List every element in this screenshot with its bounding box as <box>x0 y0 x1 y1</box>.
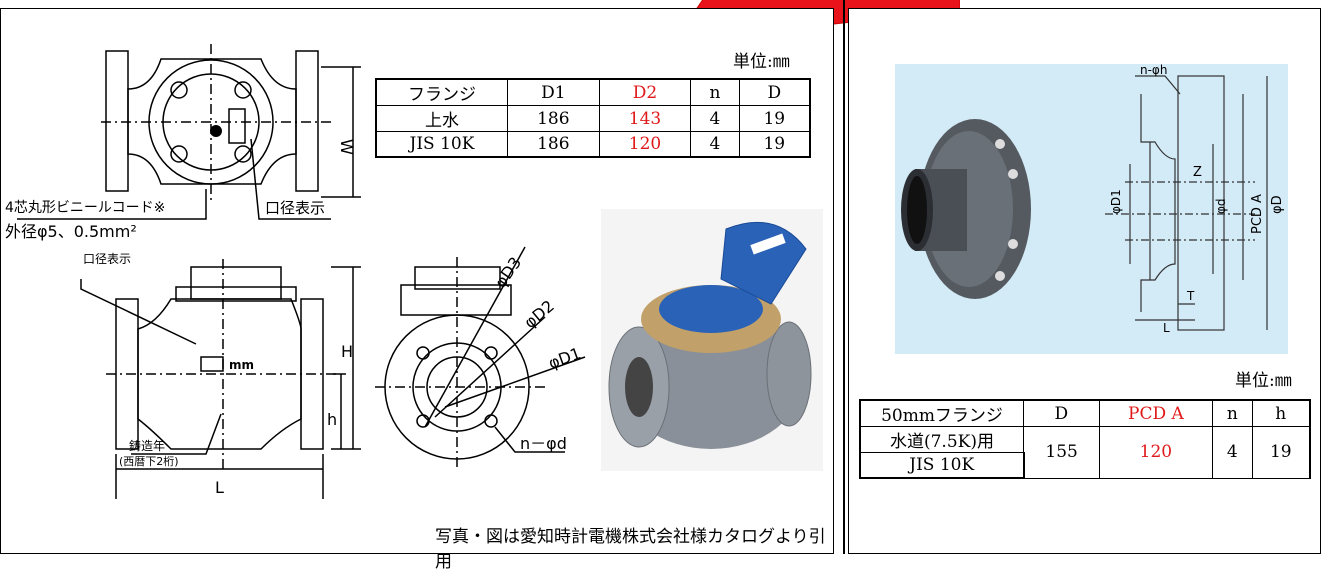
bolt-hole-label: n－φd <box>520 434 567 453</box>
cell-type: JIS 10K <box>859 452 1025 479</box>
flange-spec-table: 50mmフランジ D PCD A n h 水道(7.5K)用 155 120 4… <box>859 399 1311 479</box>
cable-label: 4芯丸形ビニールコード※ <box>5 200 166 216</box>
flange-drawing: n-φh φD1 Z φd PCD A φD T L <box>895 64 1288 354</box>
table-row: JIS 10K <box>859 452 1310 479</box>
bore-indication-label: 口径表示 <box>265 199 326 217</box>
table-row: 上水 186 143 4 19 <box>375 105 811 132</box>
center-height-label: h <box>327 410 337 429</box>
water-meter-panel: 単位:㎜ フランジ D1 D2 n D 上水 186 143 4 19 JIS … <box>0 8 834 572</box>
inner-diameter-label: φD1 <box>1109 189 1123 214</box>
table-header-row: フランジ D1 D2 n D <box>375 78 811 106</box>
pcd-label: PCD A <box>1250 194 1265 234</box>
cell-type: JIS 10K <box>375 131 508 158</box>
cable-diameter-label: 外径φ5、0.5mm² <box>5 222 137 241</box>
bolt-hole-label: n-φh <box>1140 64 1167 77</box>
cell-d: 155 <box>1023 426 1100 479</box>
length-label: L <box>1163 321 1170 335</box>
cell-n: 4 <box>690 105 740 132</box>
header-d: D <box>1023 399 1100 427</box>
cell-d1: 186 <box>507 131 600 158</box>
cell-d: 19 <box>738 105 811 132</box>
cell-type: 上水 <box>375 105 508 132</box>
header-n: n <box>690 78 740 106</box>
table-header-row: 50mmフランジ D PCD A n h <box>859 399 1311 427</box>
table-row: 水道(7.5K)用 155 120 4 19 <box>859 426 1311 479</box>
unit-label: 単位:㎜ <box>1235 371 1292 391</box>
header-d: D <box>738 78 811 106</box>
cell-h: 19 <box>1251 426 1311 479</box>
cell-type: 水道(7.5K)用 <box>859 426 1024 453</box>
bore-indication-label-side: 口径表示 <box>83 252 132 266</box>
meter-top-view-drawing: W <box>17 44 361 220</box>
thickness-label: T <box>1186 289 1195 303</box>
z-label: Z <box>1193 165 1202 180</box>
header-n: n <box>1212 399 1253 427</box>
pipe-diameter-label: φd <box>1214 198 1228 214</box>
cast-year-label: 鋳造年 <box>129 439 166 453</box>
divider <box>843 0 845 554</box>
cell-pcd: 120 <box>1098 426 1214 479</box>
cast-year-note: (西暦下2桁) <box>119 455 179 468</box>
header-flange: フランジ <box>375 78 508 106</box>
cell-n: 4 <box>1212 426 1253 479</box>
d2-label: φD2 <box>520 296 558 332</box>
cell-d: 19 <box>738 131 811 158</box>
header-h: h <box>1251 399 1311 427</box>
mm-mark: mm <box>229 358 254 372</box>
cell-d2: 143 <box>598 105 692 132</box>
unit-label: 単位:㎜ <box>733 52 790 72</box>
header-d1: D1 <box>507 78 600 106</box>
height-label: H <box>341 342 353 361</box>
cell-n: 4 <box>690 131 740 158</box>
meter-front-view-drawing: φD3 φD2 φD1 n－φd <box>375 246 586 467</box>
outer-diameter-label: φD <box>1270 195 1285 214</box>
credit-caption: 写真・図は愛知時計電機株式会社様カタログより引用 <box>435 527 826 572</box>
flange-panel: n-φh φD1 Z φd PCD A φD T L 単位:㎜ 50mmフランジ… <box>848 8 1321 554</box>
d1-label: φD1 <box>546 344 584 373</box>
meter-side-view-drawing: H h L mm <box>80 259 361 499</box>
water-meter-photo <box>601 209 823 471</box>
cell-d1: 186 <box>507 105 600 132</box>
header-pcd: PCD A <box>1098 399 1214 427</box>
cell-d2: 120 <box>598 131 692 158</box>
length-label: L <box>215 478 224 497</box>
w-label: W <box>337 139 356 155</box>
header-flange: 50mmフランジ <box>859 399 1024 427</box>
header-d2: D2 <box>598 78 692 106</box>
flange-spec-table: フランジ D1 D2 n D 上水 186 143 4 19 JIS 10K 1… <box>375 78 811 158</box>
table-row: JIS 10K 186 120 4 19 <box>375 131 811 158</box>
